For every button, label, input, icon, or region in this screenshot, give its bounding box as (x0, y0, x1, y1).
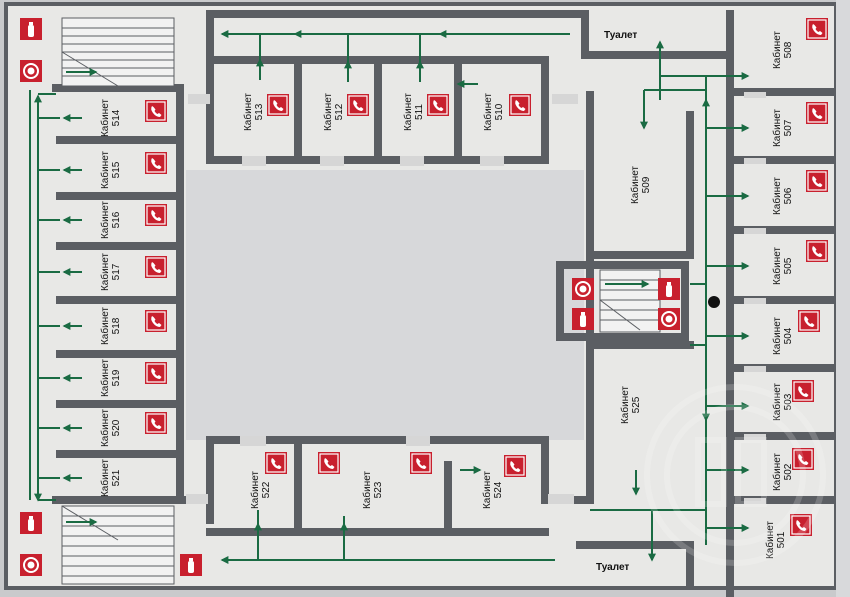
room-label-521: Кабинет521 (99, 459, 122, 497)
phone-icon (805, 239, 829, 263)
room-label-512: Кабинет512 (322, 93, 345, 131)
phone-icon (797, 309, 821, 333)
phone-icon (409, 451, 433, 475)
room-label-515: Кабинет515 (99, 151, 122, 189)
room-label-524: Кабинет524 (481, 471, 504, 509)
fire-alarm-icon (19, 59, 43, 83)
room-label-509: Кабинет509 (629, 166, 652, 204)
room-label-518: Кабинет518 (99, 307, 122, 345)
toilet-label-top: Туалет (604, 30, 637, 41)
phone-icon (346, 93, 370, 117)
room-label-501: Кабинет501 (764, 521, 787, 559)
fire-alarm-icon (657, 307, 681, 331)
room-label-510: Кабинет510 (482, 93, 505, 131)
phone-icon (144, 203, 168, 227)
phone-icon (264, 451, 288, 475)
watermark-seal (644, 384, 826, 566)
room-label-508: Кабинет508 (771, 31, 794, 69)
phone-icon (317, 451, 341, 475)
you-are-here-marker (708, 296, 720, 308)
fire-alarm-icon (19, 553, 43, 577)
fire-extinguisher-icon (658, 278, 680, 300)
toilet-label-bottom: Туалет (596, 562, 629, 573)
fire-extinguisher-icon (20, 18, 42, 40)
room-label-520: Кабинет520 (99, 409, 122, 447)
room-label-522: Кабинет522 (249, 471, 272, 509)
room-label-525: Кабинет525 (619, 386, 642, 424)
phone-icon (805, 17, 829, 41)
room-label-504: Кабинет504 (771, 317, 794, 355)
phone-icon (144, 151, 168, 175)
phone-icon (144, 309, 168, 333)
phone-icon (144, 411, 168, 435)
room-label-507: Кабинет507 (771, 109, 794, 147)
fire-extinguisher-icon (20, 512, 42, 534)
phone-icon (144, 99, 168, 123)
room-label-503: Кабинет503 (771, 383, 794, 421)
room-label-506: Кабинет506 (771, 177, 794, 215)
phone-icon (426, 93, 450, 117)
phone-icon (508, 93, 532, 117)
phone-icon (144, 255, 168, 279)
room-label-519: Кабинет519 (99, 359, 122, 397)
phone-icon (791, 379, 815, 403)
phone-icon (144, 361, 168, 385)
phone-icon (266, 93, 290, 117)
fire-extinguisher-icon (572, 308, 594, 330)
room-label-517: Кабинет517 (99, 253, 122, 291)
phone-icon (805, 169, 829, 193)
room-label-505: Кабинет505 (771, 247, 794, 285)
phone-icon (805, 101, 829, 125)
room-label-516: Кабинет516 (99, 201, 122, 239)
room-label-513: Кабинет513 (242, 93, 265, 131)
fire-extinguisher-icon (180, 554, 202, 576)
fire-alarm-icon (571, 277, 595, 301)
room-label-514: Кабинет514 (99, 99, 122, 137)
room-label-523: Кабинет523 (361, 471, 384, 509)
room-label-511: Кабинет511 (402, 93, 425, 131)
phone-icon (503, 454, 527, 478)
room-label-502: Кабинет502 (771, 453, 794, 491)
